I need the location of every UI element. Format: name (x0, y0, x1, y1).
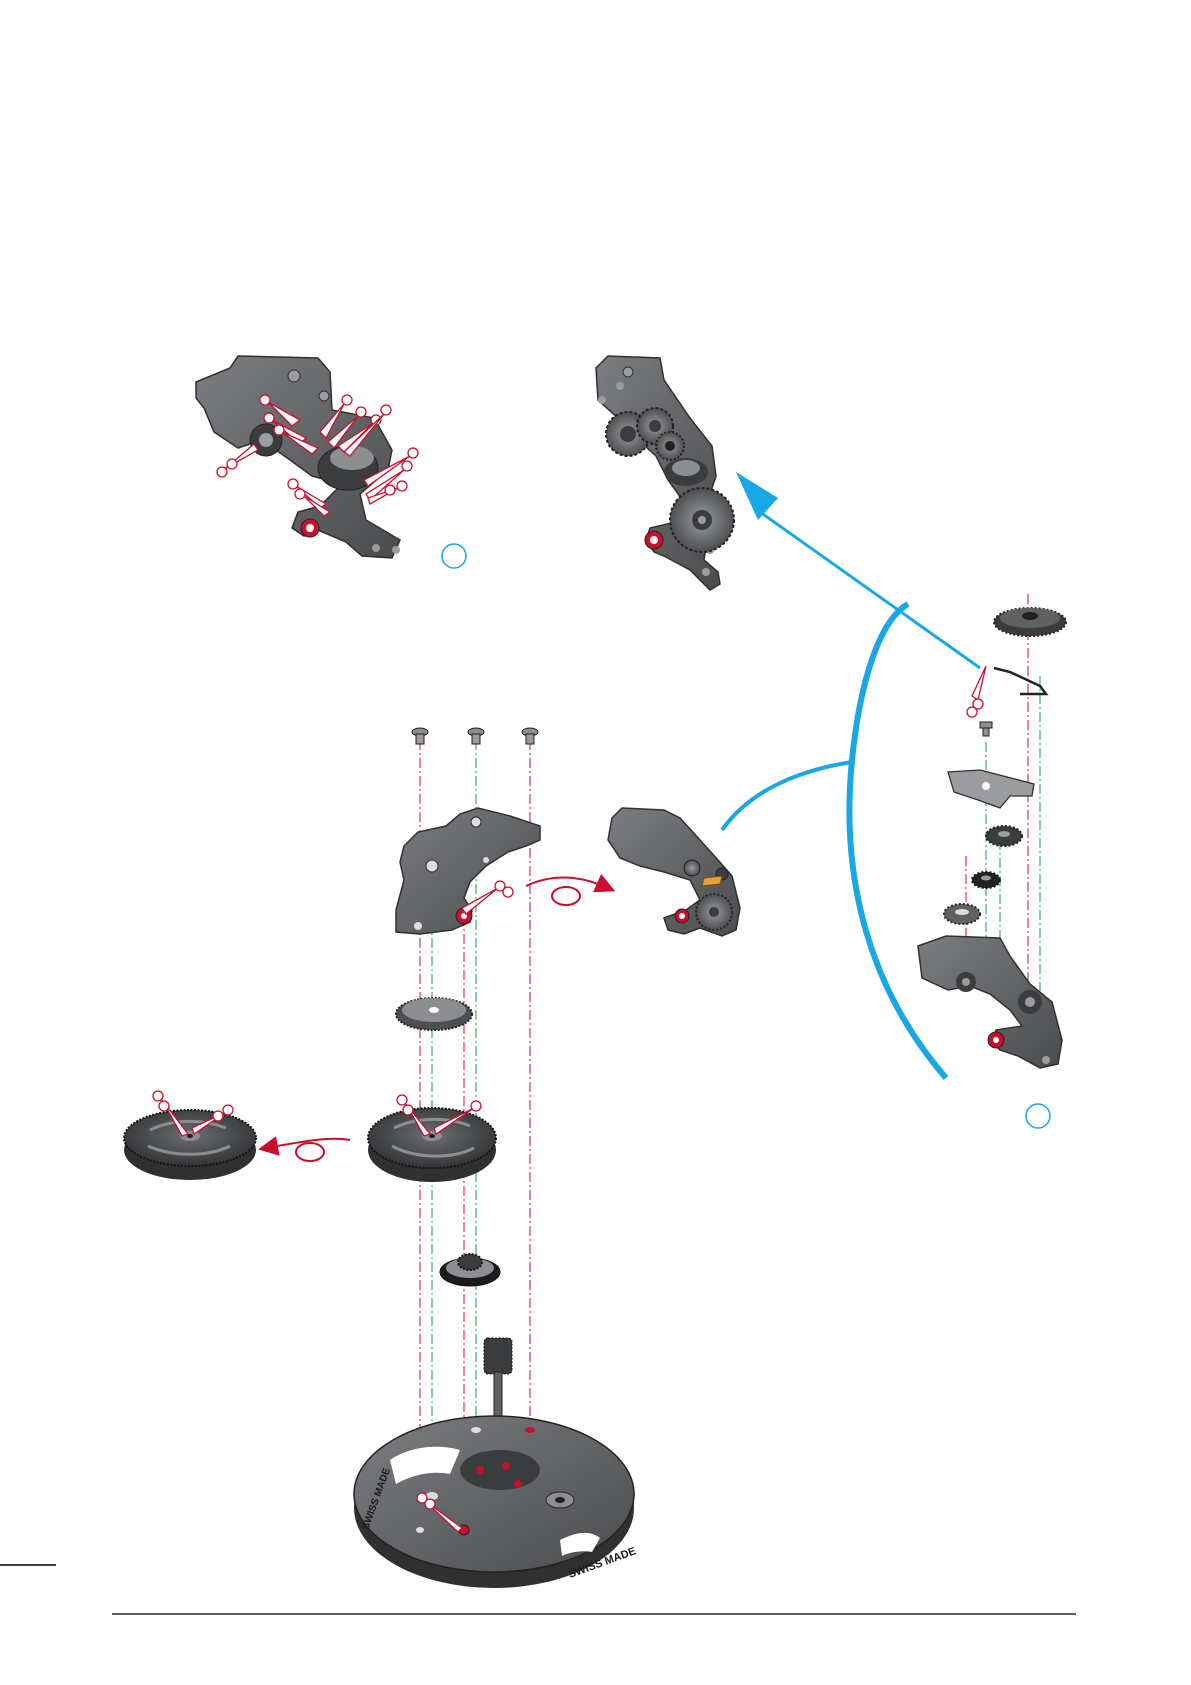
step-marker-b (1026, 1104, 1050, 1128)
gear-stack-right (944, 826, 1022, 924)
barrel-center (368, 1108, 496, 1182)
bridge-top-center (596, 356, 720, 590)
blue-bracket-branch (722, 762, 852, 830)
screw-icon (412, 728, 428, 744)
oil-callout-center-bridge (462, 881, 513, 914)
lever-plate-right (948, 770, 1034, 808)
gear-top-right (994, 608, 1066, 636)
bridge-center-right (608, 808, 740, 936)
wheel-center (396, 998, 472, 1030)
screw-right (980, 722, 992, 736)
rotate-arrow-icon (526, 877, 608, 905)
oil-callout-spring (967, 666, 986, 717)
main-plate: SWISS MADE SWISS MADE (354, 1416, 638, 1588)
screws-center (412, 728, 538, 744)
screw-icon (522, 728, 538, 744)
blue-bracket (849, 604, 946, 1078)
blue-pointer-arrow (736, 472, 980, 668)
spring-wire (994, 668, 1046, 694)
barrel-left (124, 1110, 256, 1180)
step-marker-a (442, 544, 466, 568)
screw-icon (980, 722, 992, 728)
gear-icon (458, 1254, 482, 1270)
screw-icon (468, 728, 484, 744)
bridge-top-left (196, 356, 400, 558)
pinion-wheel (440, 1254, 500, 1286)
bridge-center (396, 808, 540, 934)
rotate-arrow-icon (266, 1139, 350, 1161)
